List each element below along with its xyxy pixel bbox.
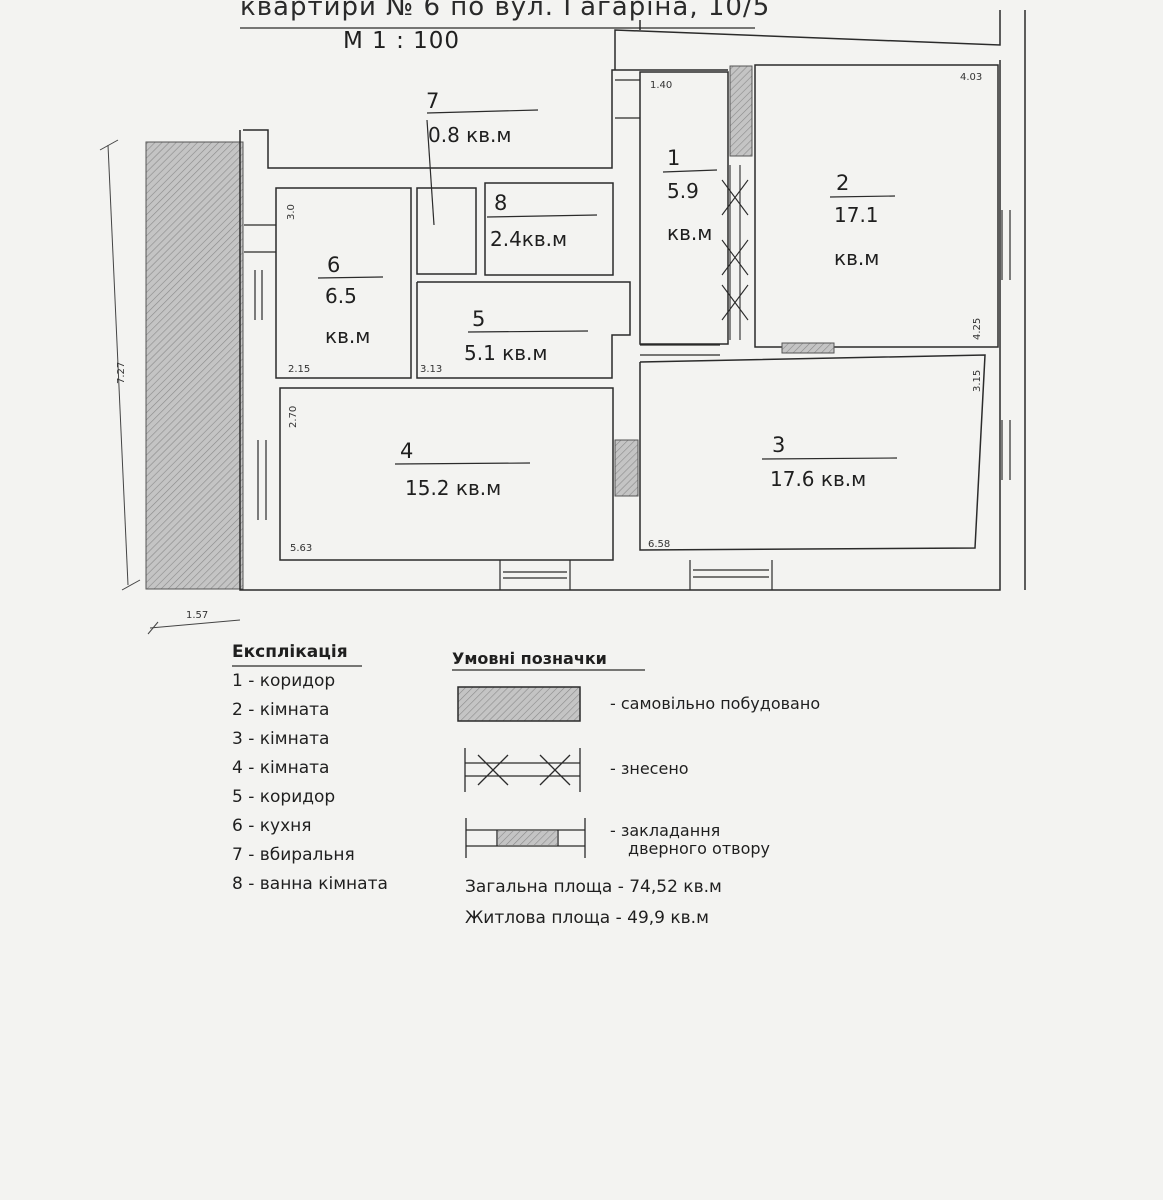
- room-1-area: 5.9: [667, 179, 699, 203]
- room-1-outline: [639, 71, 729, 345]
- room-4-outline: [279, 387, 614, 561]
- total-area: Загальна площа - 74,52 кв.м: [465, 877, 722, 897]
- blocked-door-room-2: [781, 342, 835, 354]
- explication-item: 7 - вбиральня: [232, 845, 355, 865]
- room-4-number: 4: [400, 439, 413, 463]
- dim-label: 1.57: [186, 610, 208, 621]
- self-built-wall-segment: [729, 65, 753, 157]
- room-2-number: 2: [836, 171, 849, 195]
- plan-title: квартири № 6 по вул. Гагаріна, 10/5: [240, 0, 771, 22]
- room-5-area: 5.1 кв.м: [464, 341, 547, 365]
- demolished-walls: [721, 165, 749, 340]
- room-2-area: 17.1: [834, 203, 879, 227]
- explication-item: 6 - кухня: [232, 816, 312, 836]
- dim-label: 3.15: [972, 370, 983, 392]
- outer-wall-top: [614, 10, 1001, 70]
- symbol-door-closed-label: - закладання: [610, 821, 721, 840]
- explication-item: 8 - ванна кімната: [232, 874, 388, 894]
- room-7-area: 0.8 кв.м: [428, 123, 511, 147]
- dim-label: 3.13: [420, 364, 442, 375]
- explication-item: 2 - кімната: [232, 700, 330, 720]
- room-6-outline: [275, 187, 412, 379]
- outer-wall-upper: [243, 69, 728, 169]
- explication: Експлікація 1 - коридор 2 - кімната 3 - …: [232, 638, 388, 899]
- explication-item: 4 - кімната: [232, 758, 330, 778]
- dim-label: 4.25: [972, 318, 983, 340]
- dimension-lines: [99, 139, 241, 635]
- legend-door-closed-symbol: [465, 818, 586, 858]
- room-6-area: 6.5: [325, 284, 357, 308]
- explication-heading: Експлікація: [232, 642, 348, 662]
- symbol-door-closed-label-2: дверного отвору: [628, 839, 770, 858]
- symbol-demolished-label: - знесено: [610, 759, 689, 778]
- room-7-outline: [416, 187, 477, 275]
- legend-self-built-symbol: [457, 686, 581, 722]
- room-3-number: 3: [772, 433, 785, 457]
- dim-label: 5.63: [290, 543, 312, 554]
- dim-label: 4.03: [960, 72, 982, 83]
- dim-label: 3.0: [286, 204, 297, 220]
- room-6-unit: кв.м: [325, 324, 370, 348]
- area-totals: Загальна площа - 74,52 кв.м Житлова площ…: [465, 872, 722, 934]
- label-dividers: [317, 109, 898, 465]
- legend-demolished-symbol: [464, 748, 581, 792]
- room-8-number: 8: [494, 191, 507, 215]
- symbol-self-built-label: - самовільно побудовано: [610, 694, 821, 713]
- room-1-unit: кв.м: [667, 221, 712, 245]
- self-built-annex: [145, 141, 244, 590]
- dim-label: 2.70: [288, 406, 299, 428]
- room-4-area: 15.2 кв.м: [405, 476, 501, 500]
- dim-label: 2.15: [288, 364, 310, 375]
- explication-item: 3 - кімната: [232, 729, 330, 749]
- room-3-area: 17.6 кв.м: [770, 467, 866, 491]
- explication-item: 5 - коридор: [232, 787, 336, 807]
- outer-wall-lower: [239, 130, 1001, 591]
- room-8-outline: [484, 182, 614, 276]
- plan-scale: М 1 : 100: [343, 28, 461, 54]
- walls: [239, 10, 1026, 591]
- room-8-area: 2.4кв.м: [490, 227, 567, 251]
- room-2-unit: кв.м: [834, 246, 879, 270]
- explication-item: 1 - коридор: [232, 671, 336, 691]
- self-built-wall-segment-2: [614, 439, 639, 497]
- dim-label: 7.27: [116, 362, 127, 384]
- room-7-number: 7: [426, 89, 439, 113]
- symbols-heading: Умовні позначки: [452, 649, 607, 668]
- room-3-outline: [639, 354, 986, 551]
- room-5-outline: [416, 281, 631, 379]
- dim-label: 1.40: [650, 80, 672, 91]
- room-1-number: 1: [667, 146, 680, 170]
- room-2-outline: [754, 64, 999, 348]
- room-6-number: 6: [327, 253, 340, 277]
- room-5-number: 5: [472, 307, 485, 331]
- windows: [244, 79, 1011, 590]
- dim-label: 6.58: [648, 539, 670, 550]
- living-area: Житлова площа - 49,9 кв.м: [465, 908, 709, 928]
